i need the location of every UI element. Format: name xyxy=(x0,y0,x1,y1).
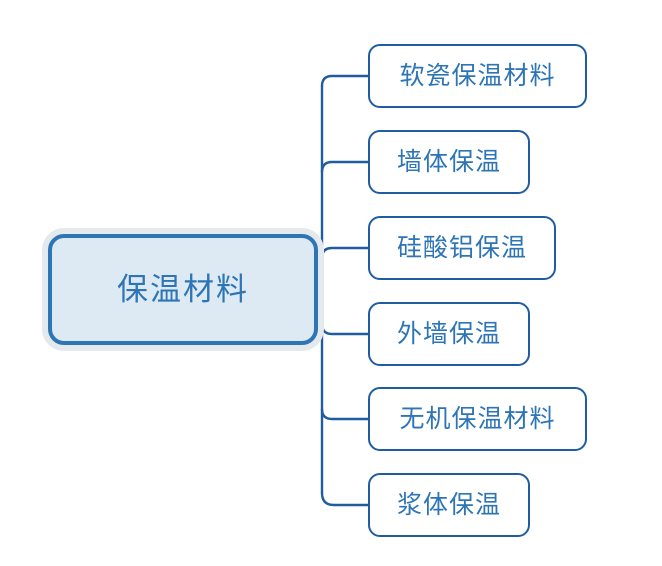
connector-branch-6 xyxy=(320,491,370,507)
connector-branch-1 xyxy=(320,74,370,88)
mindmap-child-node-1[interactable]: 软瓷保温材料 xyxy=(368,44,587,108)
mindmap-child-label-2: 墙体保温 xyxy=(396,147,501,176)
mindmap-child-label-5: 无机保温材料 xyxy=(399,404,556,433)
mindmap-root-label: 保温材料 xyxy=(117,272,249,307)
connector-branch-2 xyxy=(320,160,370,174)
mindmap-child-node-4[interactable]: 外墙保温 xyxy=(368,302,530,366)
connector-branch-4 xyxy=(320,322,370,336)
mindmap-child-node-5[interactable]: 无机保温材料 xyxy=(368,387,587,451)
mindmap-child-label-6: 浆体保温 xyxy=(396,490,501,519)
connector-branch-5 xyxy=(320,407,370,421)
mindmap-root-node[interactable]: 保温材料 xyxy=(48,234,318,345)
mindmap-child-node-3[interactable]: 硅酸铝保温 xyxy=(368,216,556,280)
mindmap-child-node-2[interactable]: 墙体保温 xyxy=(368,130,530,194)
mindmap-child-node-6[interactable]: 浆体保温 xyxy=(368,473,530,537)
mindmap-child-label-1: 软瓷保温材料 xyxy=(399,61,556,90)
connector-branch-3 xyxy=(320,246,370,260)
mindmap-child-label-3: 硅酸铝保温 xyxy=(396,233,527,262)
mindmap-child-label-4: 外墙保温 xyxy=(396,319,501,348)
